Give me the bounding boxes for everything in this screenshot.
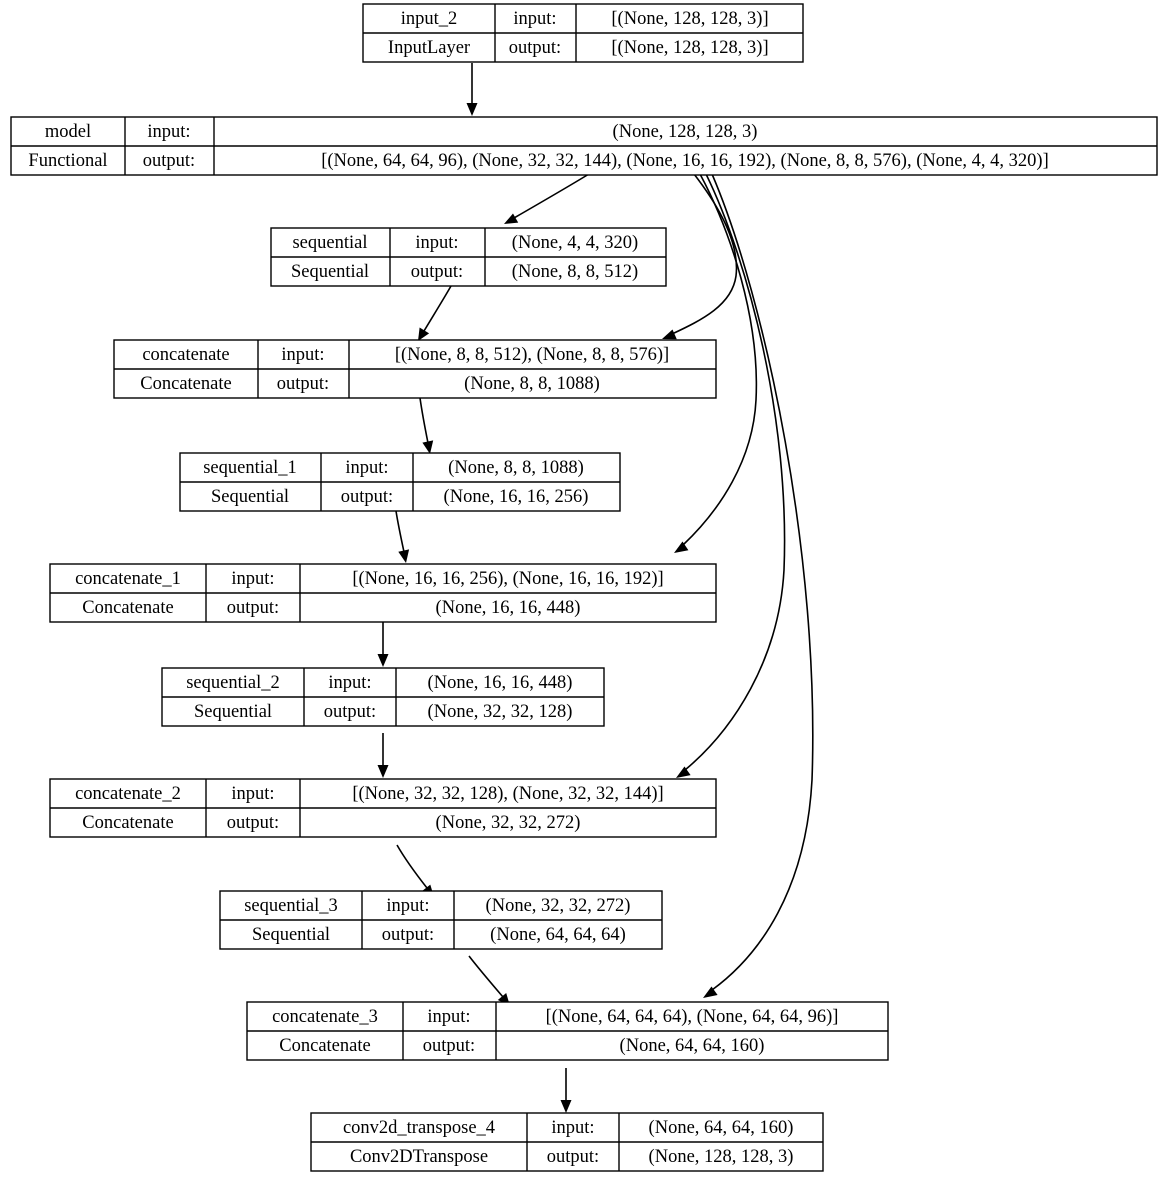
node-conv2d_transpose_4-output-label: output: (547, 1147, 599, 1167)
node-sequential-name: sequential (292, 233, 367, 253)
node-input_2-output-shape: [(None, 128, 128, 3)] (611, 38, 768, 58)
edge-sequential_1-to-concatenate_1 (395, 510, 410, 563)
node-sequential_3-input-shape: (None, 32, 32, 272) (486, 896, 631, 916)
node-input_2[interactable]: input_2 InputLayer input: output: [(None… (362, 3, 804, 63)
edge-concatenate_2-to-sequential_3 (396, 844, 434, 897)
edge-sequential_2-to-concatenate_2 (377, 733, 389, 778)
node-sequential_3[interactable]: sequential_3 Sequential input: output: (… (219, 890, 663, 950)
node-sequential_2[interactable]: sequential_2 Sequential input: output: (… (161, 667, 605, 727)
node-concatenate_2-input-label: input: (231, 784, 274, 804)
node-sequential_2-output-label: output: (324, 702, 376, 722)
node-conv2d_transpose_4-class: Conv2DTranspose (350, 1147, 488, 1167)
node-sequential-input-shape: (None, 4, 4, 320) (512, 233, 638, 253)
node-sequential_2-name: sequential_2 (186, 673, 280, 693)
node-sequential_1[interactable]: sequential_1 Sequential input: output: (… (179, 452, 621, 512)
node-sequential_2-input-shape: (None, 16, 16, 448) (428, 673, 573, 693)
node-conv2d_transpose_4-input-label: input: (551, 1118, 594, 1138)
edge-sequential_3-to-concatenate_3 (468, 955, 510, 1006)
node-model-input-label: input: (147, 122, 190, 142)
node-concatenate_3[interactable]: concatenate_3 Concatenate input: output:… (246, 1001, 889, 1061)
node-concatenate_3-output-shape: (None, 64, 64, 160) (620, 1036, 765, 1056)
node-concatenate-output-label: output: (277, 374, 329, 394)
node-sequential_3-output-label: output: (382, 925, 434, 945)
node-sequential_2-output-shape: (None, 32, 32, 128) (428, 702, 573, 722)
node-sequential[interactable]: sequential Sequential input: output: (No… (270, 227, 667, 287)
node-concatenate_3-input-shape: [(None, 64, 64, 64), (None, 64, 64, 96)] (546, 1007, 839, 1027)
node-sequential_3-input-label: input: (386, 896, 429, 916)
edge-model-to-concatenate (662, 173, 738, 340)
node-concatenate-name: concatenate (142, 345, 229, 365)
node-concatenate_3-name: concatenate_3 (272, 1007, 378, 1027)
node-sequential_3-class: Sequential (252, 925, 330, 945)
node-input_2-name: input_2 (401, 9, 458, 29)
node-concatenate_1-output-shape: (None, 16, 16, 448) (436, 598, 581, 618)
node-concatenate-input-shape: [(None, 8, 8, 512), (None, 8, 8, 576)] (395, 345, 669, 365)
node-sequential_1-input-label: input: (345, 458, 388, 478)
node-sequential_2-class: Sequential (194, 702, 272, 722)
node-input_2-output-label: output: (509, 38, 561, 58)
edge-model-to-sequential (504, 173, 590, 224)
edge-sequential-to-concatenate (418, 285, 452, 341)
node-model[interactable]: model Functional input: output: (None, 1… (10, 116, 1158, 176)
node-sequential_2-input-label: input: (328, 673, 371, 693)
node-concatenate_1-class: Concatenate (82, 598, 173, 618)
node-model-output-label: output: (143, 151, 195, 171)
node-sequential_1-name: sequential_1 (203, 458, 297, 478)
node-input_2-input-shape: [(None, 128, 128, 3)] (611, 9, 768, 29)
node-sequential_1-class: Sequential (211, 487, 289, 507)
node-concatenate_3-output-label: output: (423, 1036, 475, 1056)
node-sequential_3-output-shape: (None, 64, 64, 64) (490, 925, 626, 945)
node-concatenate_1-input-shape: [(None, 16, 16, 256), (None, 16, 16, 192… (352, 569, 663, 589)
edge-model-to-concatenate_1 (674, 173, 758, 553)
node-concatenate_2-name: concatenate_2 (75, 784, 181, 804)
edge-model-to-concatenate_3 (703, 173, 814, 998)
node-concatenate_2-output-label: output: (227, 813, 279, 833)
node-input_2-class: InputLayer (388, 38, 470, 58)
node-concatenate-class: Concatenate (140, 374, 231, 394)
node-sequential_1-input-shape: (None, 8, 8, 1088) (448, 458, 584, 478)
node-concatenate_2-class: Concatenate (82, 813, 173, 833)
node-sequential-output-shape: (None, 8, 8, 512) (512, 262, 638, 282)
node-conv2d_transpose_4-input-shape: (None, 64, 64, 160) (649, 1118, 794, 1138)
node-concatenate_1-name: concatenate_1 (75, 569, 181, 589)
node-sequential_3-name: sequential_3 (244, 896, 338, 916)
node-conv2d_transpose_4-output-shape: (None, 128, 128, 3) (649, 1147, 794, 1167)
node-conv2d_transpose_4[interactable]: conv2d_transpose_4 Conv2DTranspose input… (310, 1112, 824, 1172)
node-concatenate_1[interactable]: concatenate_1 Concatenate input: output:… (49, 563, 717, 623)
node-model-input-shape: (None, 128, 128, 3) (613, 122, 758, 142)
node-concatenate_1-output-label: output: (227, 598, 279, 618)
edge-concatenate_1-to-sequential_2 (377, 622, 389, 667)
node-sequential-class: Sequential (291, 262, 369, 282)
node-concatenate_2-output-shape: (None, 32, 32, 272) (436, 813, 581, 833)
node-input_2-input-label: input: (513, 9, 556, 29)
node-concatenate[interactable]: concatenate Concatenate input: output: [… (113, 339, 717, 399)
node-concatenate-input-label: input: (281, 345, 324, 365)
node-model-name: model (45, 122, 91, 142)
edge-input_2-to-model (466, 63, 478, 116)
edge-layer (377, 63, 814, 1113)
node-sequential_1-output-label: output: (341, 487, 393, 507)
node-concatenate_3-input-label: input: (427, 1007, 470, 1027)
node-concatenate_2-input-shape: [(None, 32, 32, 128), (None, 32, 32, 144… (352, 784, 663, 804)
node-concatenate-output-shape: (None, 8, 8, 1088) (464, 374, 600, 394)
node-concatenate_3-class: Concatenate (279, 1036, 370, 1056)
node-model-output-shape: [(None, 64, 64, 96), (None, 32, 32, 144)… (321, 151, 1049, 171)
edge-concatenate-to-sequential_1 (419, 397, 434, 454)
node-sequential-input-label: input: (415, 233, 458, 253)
node-conv2d_transpose_4-name: conv2d_transpose_4 (343, 1118, 495, 1138)
edge-concatenate_3-to-conv2d_transpose_4 (560, 1068, 572, 1113)
node-sequential-output-label: output: (411, 262, 463, 282)
node-concatenate_2[interactable]: concatenate_2 Concatenate input: output:… (49, 778, 717, 838)
edge-model-to-concatenate_2 (676, 173, 786, 778)
node-model-class: Functional (28, 151, 107, 171)
node-concatenate_1-input-label: input: (231, 569, 274, 589)
node-sequential_1-output-shape: (None, 16, 16, 256) (444, 487, 589, 507)
